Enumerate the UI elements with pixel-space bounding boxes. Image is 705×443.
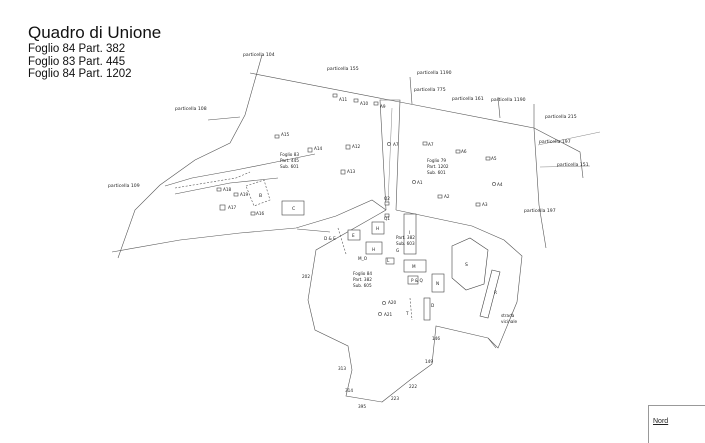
marker-label: A12 <box>352 144 361 149</box>
building-i <box>403 213 417 255</box>
boundary-number: 314 <box>345 388 353 393</box>
parcel-label: particella 108 <box>175 106 207 112</box>
marker-label: A14 <box>314 146 323 151</box>
parcel-label: particella 155 <box>327 66 359 72</box>
marker-label: A4 <box>497 182 503 187</box>
marker-label: A9 <box>380 104 386 109</box>
sheet-label: Part. 1202 <box>427 164 449 169</box>
parcel-label: particella 1190 <box>417 70 452 76</box>
building-e <box>347 229 361 241</box>
parcel-label: particella 109 <box>108 183 140 189</box>
marker-label: A19 <box>240 192 249 197</box>
sheet-label: Sub. 601 <box>427 170 446 175</box>
building-o <box>423 297 431 321</box>
parcel-label: particella 215 <box>545 114 577 120</box>
parcel-label: particella 161 <box>452 96 484 102</box>
buildings <box>245 179 501 321</box>
building-label: S <box>465 262 468 268</box>
building-h2 <box>365 241 383 255</box>
marker-label: A13 <box>347 169 356 174</box>
building-l <box>385 257 395 265</box>
building-label: E <box>352 233 355 238</box>
boundary-number: 223 <box>391 396 399 401</box>
marker-label: A21 <box>384 312 393 317</box>
sheet-label: Foglio 84 <box>353 271 372 276</box>
sheet-label: Sub. 601 <box>280 164 299 169</box>
building-label: I <box>409 230 410 235</box>
parcel-boundaries <box>111 54 601 403</box>
building-label: R <box>494 290 497 295</box>
building-n <box>431 273 445 293</box>
building-s <box>451 237 489 291</box>
building-label: M_O <box>358 256 368 261</box>
title-line-2: Foglio 83 Part. 445 <box>28 55 126 68</box>
building-label: B <box>259 193 262 199</box>
sheet-label: Part. 382 <box>353 277 372 282</box>
boundary-number: 395 <box>358 404 366 409</box>
marker-label: Q2 <box>384 196 390 201</box>
building-label: G <box>396 248 399 253</box>
building-pq <box>407 275 419 285</box>
marker-label: A1 <box>417 180 423 185</box>
marker-label: A10 <box>360 101 369 106</box>
marker-label: A17 <box>228 205 237 210</box>
building-label: H <box>372 247 375 252</box>
survey-points <box>216 93 496 316</box>
boundary-number: 146 <box>432 336 440 341</box>
road-label: strada <box>501 313 515 318</box>
title-line-3: Foglio 84 Part. 1202 <box>28 68 132 80</box>
parcel-label: particella 197 <box>539 139 571 145</box>
building-m <box>403 259 427 273</box>
marker-label: A7 <box>393 142 399 147</box>
map-title: Quadro di Unione <box>28 23 162 42</box>
parcel-label: particella 197 <box>524 208 556 214</box>
sheet-label: Part. 445 <box>280 158 299 163</box>
parcel-label: particella 151 <box>557 162 589 168</box>
boundary-number: 202 <box>302 274 310 279</box>
north-indicator-box <box>648 405 705 443</box>
building-label: D & E <box>324 236 336 241</box>
building-label: C <box>292 206 295 212</box>
building-label: L <box>387 258 390 263</box>
building-b-outline <box>245 179 271 207</box>
boundary-number: 222 <box>409 384 417 389</box>
building-label: N <box>436 281 439 286</box>
building-label: P & Q <box>411 278 423 283</box>
marker-label: A18 <box>223 187 232 192</box>
marker-label: A3 <box>482 202 488 207</box>
marker-label: A20 <box>388 300 397 305</box>
sheet-label: Foglio 83 <box>280 152 299 157</box>
marker-label: A16 <box>256 211 265 216</box>
building-r <box>479 269 501 319</box>
boundary-number: 313 <box>338 366 346 371</box>
building-c <box>281 200 305 216</box>
parcel-label: particella 104 <box>243 52 275 58</box>
building-label: T <box>405 311 409 316</box>
marker-label: A2 <box>444 194 450 199</box>
sheet-label: Foglio 79 <box>427 158 446 163</box>
boundary-number: 149 <box>425 359 433 364</box>
sheet-label: Part. 382 <box>396 235 415 240</box>
map-title-block: Quadro di Unione Foglio 84 Part. 382 Fog… <box>28 24 161 81</box>
building-label: D <box>431 303 434 308</box>
building-label: H <box>376 226 379 231</box>
title-line-1: Foglio 84 Part. 382 <box>28 43 126 55</box>
sheet-label: Sub. 603 <box>396 241 415 246</box>
building-h1 <box>371 221 385 235</box>
marker-label: Q1 <box>384 216 390 221</box>
parcel-label: particella 1190 <box>491 97 526 103</box>
sheet-label: Sub. 605 <box>353 283 372 288</box>
marker-label: A11 <box>339 97 348 102</box>
marker-label: A15 <box>281 132 290 137</box>
building-label: M <box>412 264 416 269</box>
parcel-label: particella 775 <box>414 87 446 93</box>
marker-label: A6 <box>461 149 467 154</box>
north-label: Nord <box>653 418 669 425</box>
marker-label: A5 <box>491 156 497 161</box>
road-label: vicinale <box>501 319 517 324</box>
marker-label: A7 <box>428 142 434 147</box>
